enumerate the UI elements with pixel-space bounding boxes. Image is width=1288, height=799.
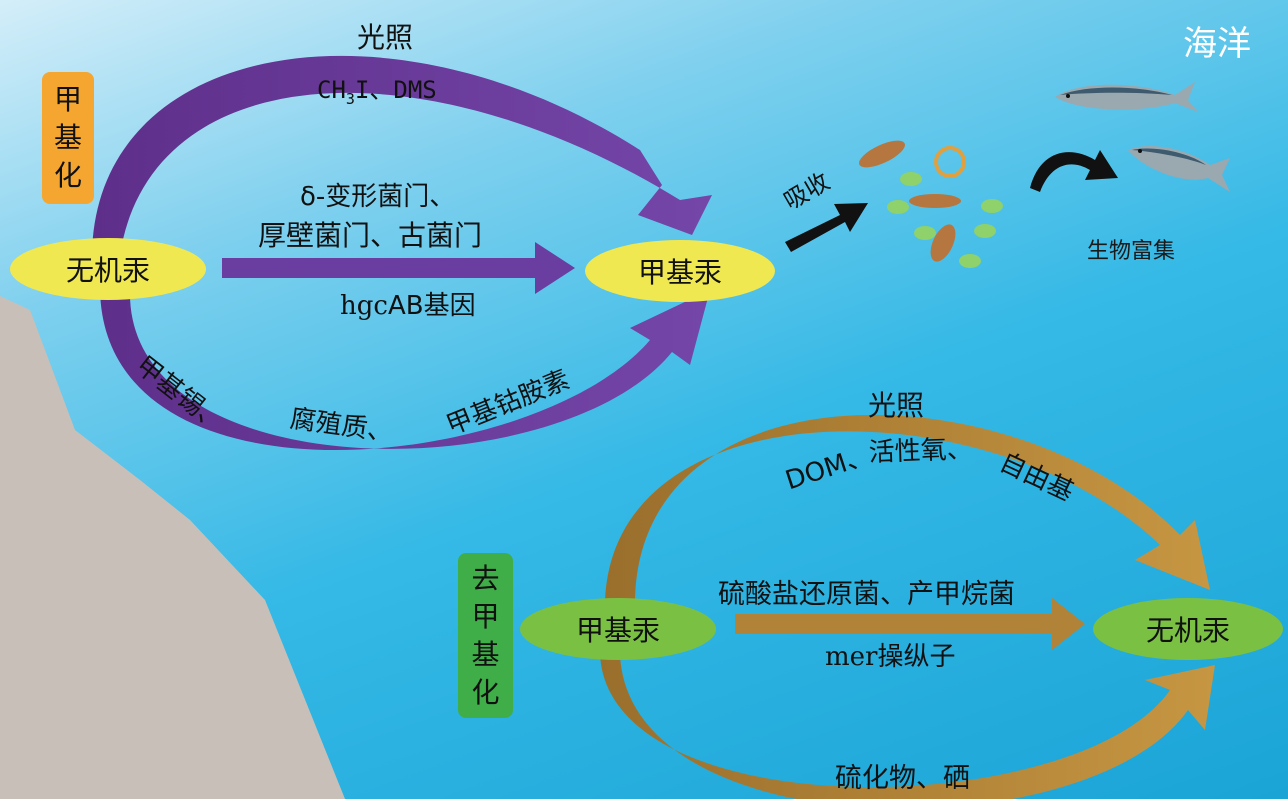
demethylation-char: 甲 bbox=[471, 599, 500, 633]
methylation-bottom-arc bbox=[100, 290, 710, 450]
bioaccumulation-label: 生物富集 bbox=[1087, 239, 1176, 264]
methylation-top-arc bbox=[92, 55, 712, 255]
fish-icon bbox=[1055, 82, 1198, 112]
bioaccumulation-arrow bbox=[1030, 150, 1118, 192]
demethylation-top-text2: 活性氧、 bbox=[868, 434, 974, 468]
demethylation-char: 去 bbox=[471, 561, 500, 595]
demethylation-methylmercury-node: 甲基汞 bbox=[520, 598, 716, 660]
methylation-side-label: 甲 基 化 bbox=[42, 72, 94, 204]
methylmercury-node: 甲基汞 bbox=[585, 240, 775, 302]
demethylation-char: 基 bbox=[471, 637, 500, 671]
ch-subscript: 3 bbox=[345, 89, 355, 108]
demethylation-middle-arrow bbox=[735, 598, 1085, 650]
demethylation-inorganic-mercury-node: 无机汞 bbox=[1093, 598, 1283, 660]
demethylation-top-title: 光照 bbox=[868, 389, 925, 422]
gene-prefix: hgc bbox=[340, 291, 388, 321]
uptake-arrow bbox=[785, 203, 868, 252]
demethylation-middle-line1: 硫酸盐还原菌、产甲烷菌 bbox=[718, 579, 1015, 610]
operon-prefix: mer bbox=[825, 642, 878, 672]
demethylation-top-arc bbox=[605, 414, 1210, 600]
operon-suffix: 操纵子 bbox=[877, 642, 956, 672]
methylation-char: 基 bbox=[53, 121, 82, 154]
methylation-middle-line1: δ-变形菌门、 bbox=[300, 182, 456, 212]
methylation-middle-arrow bbox=[222, 242, 575, 294]
demethylation-bottom-text: 硫化物、硒 bbox=[835, 763, 970, 794]
demethylation-char: 化 bbox=[471, 675, 500, 709]
inorganic-mercury-node: 无机汞 bbox=[10, 238, 206, 300]
demethylation-side-label: 去 甲 基 化 bbox=[458, 553, 513, 718]
chem-rest: I、DMS bbox=[354, 76, 437, 104]
methylation-middle-line2: 厚壁菌门、古菌门 bbox=[258, 219, 483, 252]
methylation-top-title: 光照 bbox=[357, 21, 414, 54]
demethylation-operon-label: mer操纵子 bbox=[825, 636, 956, 673]
methylation-char: 甲 bbox=[53, 83, 82, 116]
methylation-gene-label: hgcAB基因 bbox=[340, 285, 476, 322]
ocean-label: 海洋 bbox=[1183, 24, 1251, 64]
ch-text: CH bbox=[317, 76, 346, 104]
methylation-char: 化 bbox=[53, 159, 82, 192]
gene-suffix: AB基因 bbox=[387, 291, 476, 321]
demethylation-bottom-arc bbox=[600, 655, 1215, 799]
methylation-top-chemicals: CH3I、DMS bbox=[317, 70, 437, 108]
fish-icon bbox=[1128, 145, 1230, 192]
